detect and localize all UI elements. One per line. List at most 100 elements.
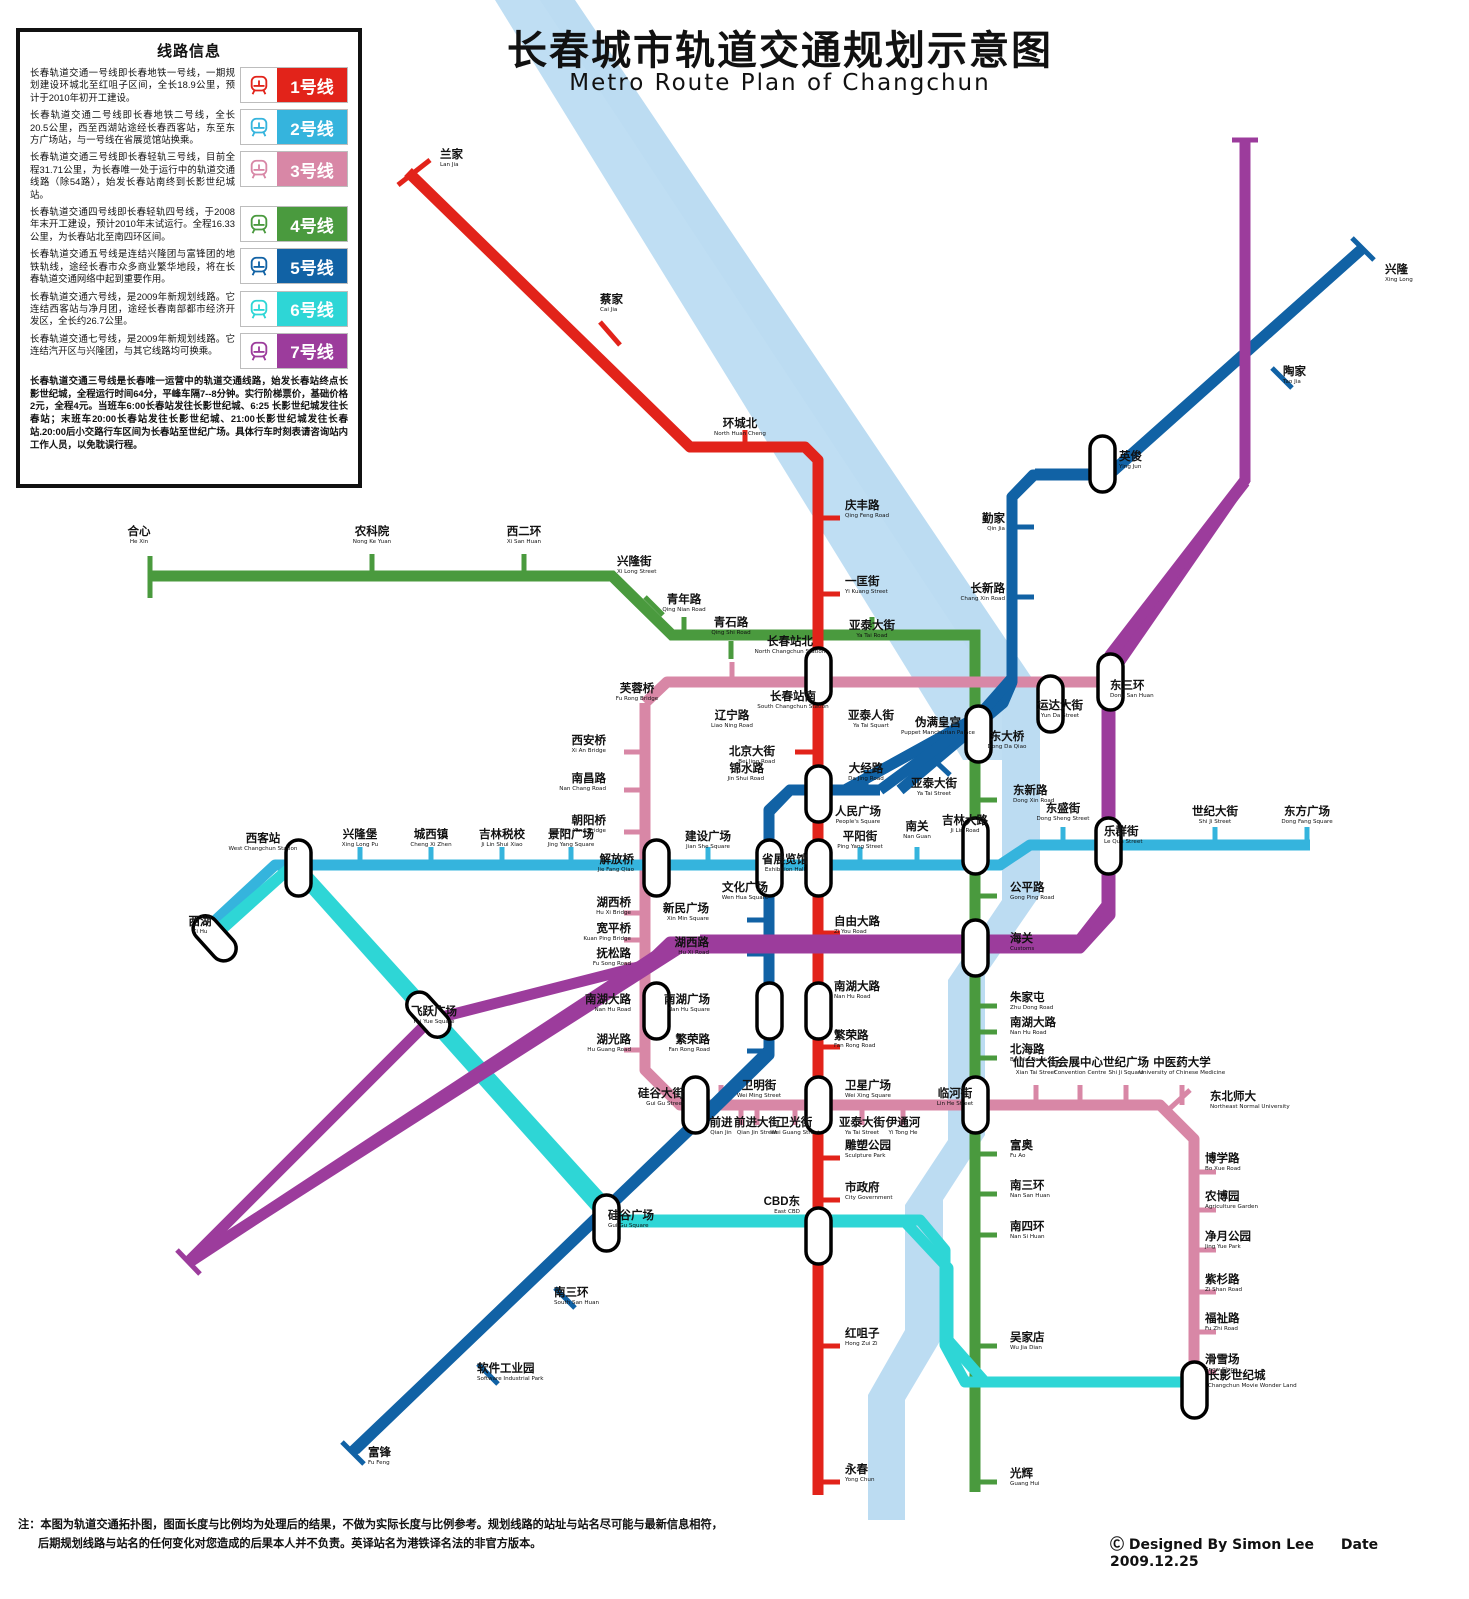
legend-badge-line4[interactable]: 4号线 (240, 206, 348, 243)
legend-badge-line3[interactable]: 3号线 (240, 151, 348, 188)
legend-badge-line5[interactable]: 5号线 (240, 248, 348, 285)
legend-badge-line6[interactable]: 6号线 (240, 290, 348, 327)
legend-badge-line1[interactable]: 1号线 (240, 67, 348, 103)
legend-badge-line7[interactable]: 7号线 (240, 332, 348, 369)
legend-badge-line2[interactable]: 2号线 (240, 109, 348, 146)
